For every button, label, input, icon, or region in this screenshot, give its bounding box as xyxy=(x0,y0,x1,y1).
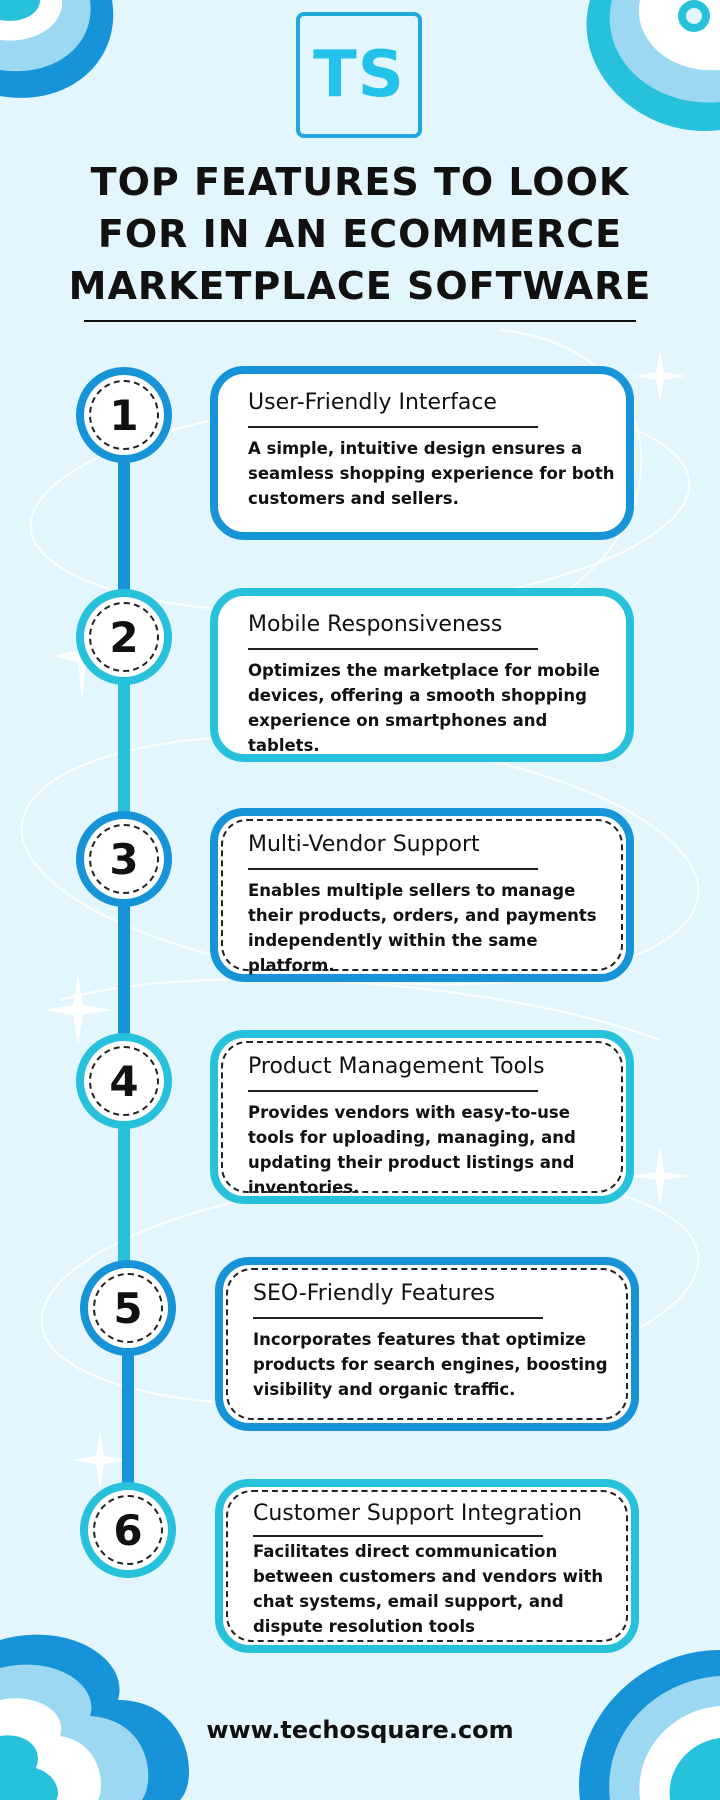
feature-title-underline xyxy=(248,648,538,650)
step-number-circle-6: 6 xyxy=(80,1482,176,1578)
step-number-circle-5: 5 xyxy=(80,1260,176,1356)
swirl-decoration-bottom-left xyxy=(0,1634,190,1800)
feature-description: A simple, intuitive design ensures a sea… xyxy=(248,439,615,508)
timeline-connector xyxy=(118,899,130,1049)
footer-website-url: www.techosquare.com xyxy=(206,1716,514,1744)
swirl-decoration-top-right xyxy=(586,0,720,131)
feature-title: User-Friendly Interface xyxy=(248,390,497,415)
title-line: MARKETPLACE SOFTWARE xyxy=(68,264,652,308)
swirl-decoration-bottom-right xyxy=(579,1650,720,1800)
step-number-circle-1: 1 xyxy=(76,367,172,463)
step-number-circle-3: 3 xyxy=(76,811,172,907)
feature-title: Mobile Responsiveness xyxy=(248,612,503,637)
logo-text: TS xyxy=(313,38,405,112)
logo: TS xyxy=(296,12,422,138)
feature-title-underline xyxy=(253,1535,543,1537)
timeline-connector xyxy=(118,1121,130,1276)
swirl-decoration-top-left xyxy=(0,0,114,98)
sparkle-icon xyxy=(72,1430,128,1490)
timeline-connector xyxy=(118,455,130,605)
feature-card-5: SEO-Friendly Features Incorporates featu… xyxy=(215,1257,639,1431)
feature-title: Product Management Tools xyxy=(248,1054,545,1079)
step-number: 6 xyxy=(113,1505,143,1555)
page-title: TOP FEATURES TO LOOK FOR IN AN ECOMMERCE… xyxy=(40,156,680,312)
feature-title-underline xyxy=(253,1317,543,1319)
step-number: 2 xyxy=(109,612,139,662)
step-number: 4 xyxy=(109,1056,139,1106)
timeline-connector xyxy=(118,677,130,827)
feature-description: Enables multiple sellers to manage their… xyxy=(248,881,597,975)
title-divider xyxy=(84,320,636,322)
sparkle-icon xyxy=(630,1145,690,1207)
feature-title-underline xyxy=(248,426,538,428)
feature-title: Customer Support Integration xyxy=(253,1501,583,1526)
feature-title: SEO-Friendly Features xyxy=(253,1281,496,1306)
feature-description: Facilitates direct communication between… xyxy=(253,1542,604,1636)
feature-title-underline xyxy=(248,868,538,870)
sparkle-icon xyxy=(634,350,686,402)
title-line: TOP FEATURES TO LOOK xyxy=(90,160,630,204)
feature-card-2: Mobile Responsiveness Optimizes the mark… xyxy=(210,588,634,762)
feature-description: Optimizes the marketplace for mobile dev… xyxy=(248,661,600,755)
sparkle-icon xyxy=(44,975,112,1045)
step-number: 1 xyxy=(109,390,139,440)
feature-description: Incorporates features that optimize prod… xyxy=(253,1330,608,1399)
feature-title-underline xyxy=(248,1090,538,1092)
feature-title: Multi-Vendor Support xyxy=(248,832,480,857)
step-number-circle-4: 4 xyxy=(76,1033,172,1129)
step-number: 5 xyxy=(113,1283,143,1333)
feature-card-1: User-Friendly Interface A simple, intuit… xyxy=(210,366,634,540)
feature-description: Provides vendors with easy-to-use tools … xyxy=(248,1103,576,1197)
step-number: 3 xyxy=(109,834,139,884)
feature-card-3: Multi-Vendor Support Enables multiple se… xyxy=(210,808,634,982)
title-line: FOR IN AN ECOMMERCE xyxy=(97,212,623,256)
timeline-connector xyxy=(122,1348,134,1498)
step-number-circle-2: 2 xyxy=(76,589,172,685)
feature-card-4: Product Management Tools Provides vendor… xyxy=(210,1030,634,1204)
feature-card-6: Customer Support Integration Facilitates… xyxy=(215,1479,639,1653)
